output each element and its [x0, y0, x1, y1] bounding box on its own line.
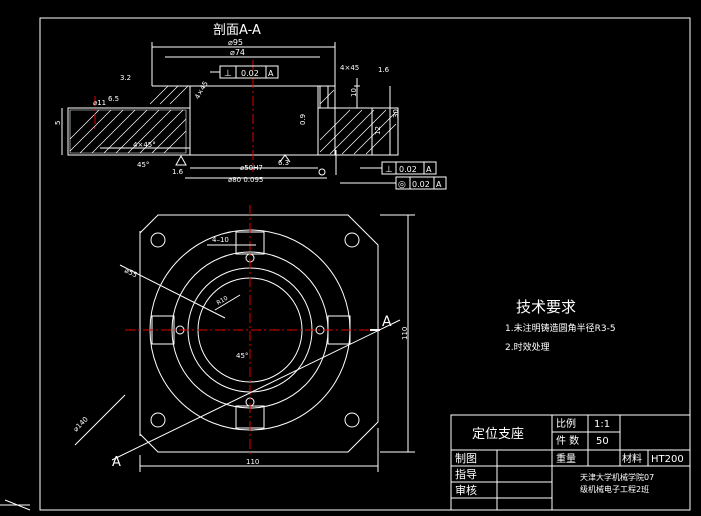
school-line-1: 天津大学机械学院07 — [580, 472, 654, 482]
corner-hole-br — [344, 412, 360, 428]
tech-item-2: 2.时效处理 — [505, 341, 550, 353]
review-label: 审核 — [455, 483, 477, 497]
section-view: 剖面A-A ⌀95 ⌀74 — [54, 23, 447, 190]
material-label: 材料 — [622, 452, 642, 465]
tech-requirements: 技术要求 1.未注明铸造圆角半径R3-5 2.时效处理 — [505, 298, 616, 353]
part-name: 定位支座 — [472, 427, 524, 442]
dim-80: ⌀80 0.095 — [228, 176, 263, 184]
drawn-label: 制图 — [455, 452, 477, 465]
scale-value: 1:1 — [594, 419, 610, 430]
pin-hole — [319, 85, 329, 109]
dim-110-right: 110 — [401, 327, 409, 340]
dim-4x45-top: 4×45 — [340, 64, 359, 72]
dim-4x10: 4–10 — [212, 236, 229, 244]
svg-text:⊥: ⊥ — [385, 165, 393, 175]
corner-hole-bl — [150, 412, 166, 428]
dim-6p3b: 6.3 — [278, 159, 289, 167]
dim-140: ⌀140 — [72, 415, 90, 433]
right-flange-outline — [317, 107, 399, 156]
tolerance-frame-top: ⊥ 0.02 A — [210, 65, 279, 79]
datum-a-triangle — [175, 154, 187, 166]
mid-circle — [171, 251, 329, 409]
dim-side-left: 5 — [54, 121, 62, 125]
dim-0p9: 0.9 — [299, 114, 307, 125]
dim-1p6b: 1.6 — [378, 66, 390, 74]
bore-circle — [197, 277, 303, 383]
dim-12: 12 — [374, 126, 382, 135]
material-value: HT200 — [651, 454, 684, 465]
dim-6p5: 6.5 — [108, 95, 119, 103]
dim-45-plan: 45° — [236, 352, 248, 360]
scale-label: 比例 — [556, 417, 576, 430]
dim-r: R10 — [216, 295, 230, 307]
dim-11: ⌀11 — [93, 99, 106, 107]
svg-text:A: A — [268, 69, 274, 78]
weight-label: 重量 — [556, 452, 576, 465]
dim-3p2: 3.2 — [120, 74, 131, 82]
surface-symbol-circle — [318, 168, 326, 176]
dim-45deg: 45° — [137, 161, 149, 169]
dim-30: 30 — [392, 109, 400, 118]
plan-view: A A ⌀55 4–10 R10 45° ⌀140 110 110 — [72, 205, 415, 472]
dim-95: ⌀95 — [228, 38, 243, 47]
count-label: 件 数 — [556, 434, 579, 447]
dim-4x45-inner: 4×45 — [193, 80, 210, 101]
tolerance-frame-right-1: ⊥ 0.02 A — [360, 161, 437, 175]
school-line-2: 级机械电子工程2班 — [580, 484, 649, 494]
dim-55: ⌀55 — [123, 267, 138, 280]
tolerance-frame-right-2: ◎ 0.02 A — [340, 176, 447, 190]
svg-text:0.02: 0.02 — [412, 180, 430, 189]
svg-text:0.02: 0.02 — [241, 69, 259, 78]
right-hatch — [319, 89, 397, 155]
svg-text:◎: ◎ — [398, 180, 406, 190]
section-title: 剖面A-A — [213, 23, 261, 38]
count-value: 50 — [596, 436, 609, 447]
title-block: 定位支座 比例 1:1 件 数 50 重量 材料 HT200 制图 指导 审核 … — [450, 414, 691, 511]
corner-hole-tl — [150, 232, 166, 248]
left-hatch — [69, 85, 189, 154]
ucs-icon — [0, 499, 31, 511]
guide-label: 指导 — [455, 467, 477, 481]
corner-hole-tr — [344, 232, 360, 248]
section-line — [111, 319, 401, 461]
drawing-border — [39, 17, 691, 511]
dim-4x45-left: 4×45° — [133, 141, 156, 149]
dim-10: 10 — [350, 88, 358, 97]
svg-text:⊥: ⊥ — [224, 69, 232, 79]
section-label-right: A — [382, 314, 392, 330]
tech-title: 技术要求 — [516, 298, 576, 316]
svg-text:0.02: 0.02 — [399, 165, 417, 174]
tech-item-1: 1.未注明铸造圆角半径R3-5 — [505, 322, 616, 334]
svg-text:A: A — [436, 180, 442, 189]
dim-50h7: ⌀50H7 — [240, 164, 263, 172]
dim-74: ⌀74 — [230, 48, 245, 57]
dim-16: 1.6 — [172, 168, 184, 176]
section-label-left: A — [112, 455, 121, 470]
dim-110-bottom: 110 — [246, 458, 259, 466]
plan-outline — [139, 214, 379, 453]
svg-text:A: A — [426, 165, 432, 174]
